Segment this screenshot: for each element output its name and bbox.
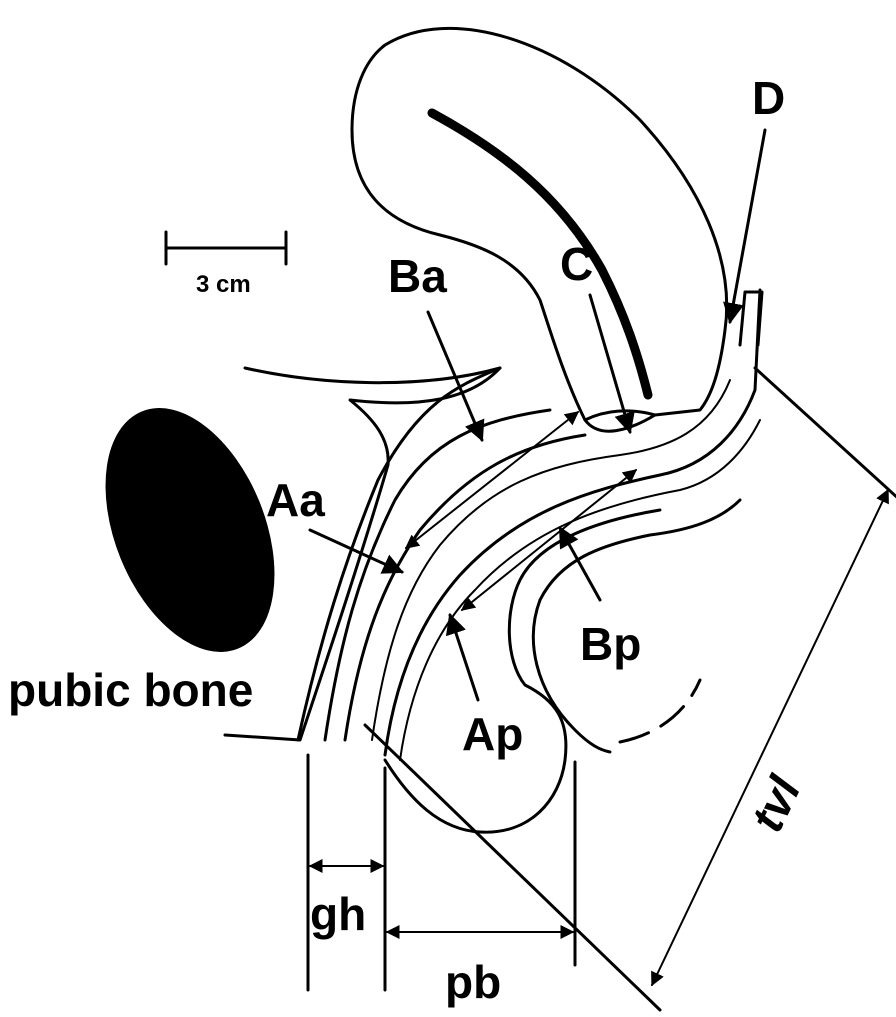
pubic-bone-shape — [73, 383, 308, 677]
label-pubic-bone: pubic bone — [8, 664, 253, 716]
pb-measure — [387, 762, 575, 965]
label-c: C — [560, 238, 593, 290]
urethra-inner — [325, 410, 550, 740]
ap-bp-double-arrow — [462, 470, 636, 610]
label-d: D — [752, 72, 785, 124]
bp-pointer-arrow — [560, 528, 600, 600]
cervical-canal-line — [585, 411, 655, 420]
label-ap: Ap — [462, 708, 523, 760]
ba-aa-double-arrow — [406, 412, 578, 548]
label-gh: gh — [310, 888, 366, 940]
gh-measure — [308, 755, 385, 990]
posterior-wall-inner — [400, 420, 760, 760]
ba-pointer-arrow — [428, 312, 482, 440]
scale-bar — [166, 232, 286, 264]
rectum-dashed-outline — [620, 680, 700, 742]
endometrium-line — [432, 113, 648, 395]
scale-bar-label: 3 cm — [196, 271, 251, 298]
uterus-outline — [352, 28, 727, 431]
label-pb: pb — [445, 956, 501, 1008]
ap-pointer-arrow — [450, 615, 478, 700]
label-aa: Aa — [266, 474, 325, 526]
label-ba: Ba — [388, 250, 447, 302]
label-bp: Bp — [580, 618, 641, 670]
tvl-measure — [365, 368, 896, 1010]
